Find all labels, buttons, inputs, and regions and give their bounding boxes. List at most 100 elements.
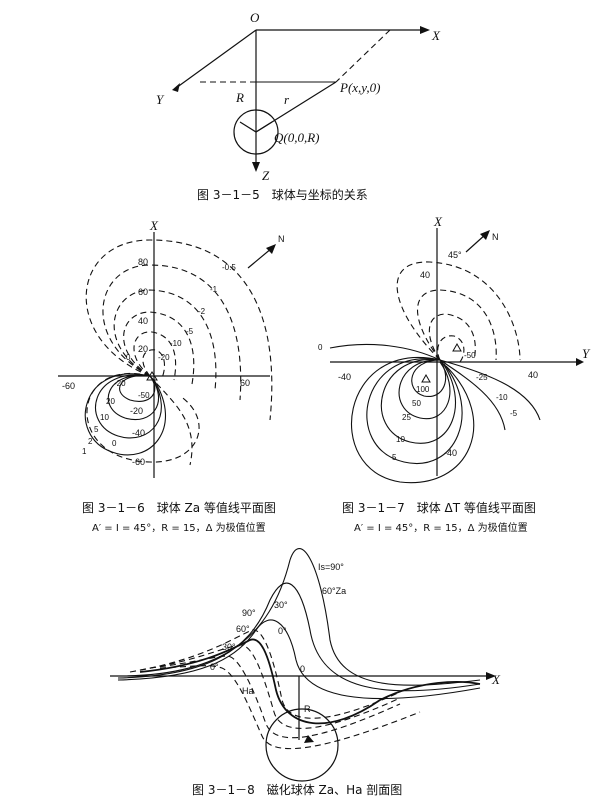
contour-label-m50: -50 — [464, 351, 476, 360]
contour-5 — [351, 357, 475, 484]
dashed-x-guide — [335, 29, 391, 83]
contour-label-m10: -10 — [496, 393, 508, 402]
label-Ha: Ha — [242, 686, 254, 696]
contour-m5-lower — [439, 359, 541, 421]
contour-label-m20-inner: -20 — [114, 379, 126, 388]
north-arrow-head — [266, 244, 276, 254]
x-axis-arrow — [420, 26, 430, 34]
fig-deltaT-contour-map: X Y N 45° -40 40 40 -40 0 -50 -25 -10 -5… — [318, 214, 591, 534]
sphere-radius-1 — [239, 121, 257, 133]
contour-m1 — [102, 264, 242, 401]
contour-0-bottom — [149, 375, 193, 466]
north-label: N — [278, 234, 285, 244]
contour-10 — [95, 374, 162, 439]
label-X: X — [491, 672, 501, 687]
fig1-caption: 图 3－1－5 球体与坐标的关系 — [197, 187, 368, 202]
tick-y-neg20: -20 — [130, 406, 143, 416]
fig2-caption: 图 3－1－6 球体 Za 等值线平面图 — [82, 500, 276, 515]
contour-label-1: 1 — [82, 447, 87, 456]
sphere-radius-2 — [255, 121, 273, 133]
contour-2 — [86, 373, 200, 463]
contour-50 — [398, 359, 451, 420]
curve-za-30 — [117, 619, 481, 700]
label-0-b: 0° — [210, 662, 219, 672]
label-30-b: 30° — [222, 642, 236, 652]
contour-m10 — [133, 331, 177, 381]
extremum-marker-triangle — [146, 371, 158, 381]
tick-y-40: 40 — [138, 316, 148, 326]
contour-label-5: 5 — [94, 425, 99, 434]
contour-m10-lower — [439, 359, 506, 431]
R-label: R — [235, 90, 244, 105]
extremum-marker-max — [421, 373, 431, 383]
label-Is90: Is=90° — [318, 562, 344, 572]
contour-m20 — [142, 349, 166, 379]
contour-label-m25: -25 — [476, 373, 488, 382]
curve-ha-0 — [159, 665, 421, 750]
north-arrow-line — [465, 233, 487, 253]
contour-label-m20: -20 — [158, 353, 170, 362]
tick-y-80: 80 — [138, 257, 148, 267]
sphere-circle — [233, 109, 279, 155]
contour-m10 — [417, 289, 497, 361]
sphere-circle — [265, 708, 339, 782]
label-origin-0: 0 — [300, 664, 305, 674]
tick-x-neg60: -60 — [62, 381, 75, 391]
label-60Za: 60°Za — [322, 586, 346, 596]
contour-label-m05: -0.5 — [222, 263, 236, 272]
contour-label-0: 0 — [318, 343, 323, 352]
fig-profile-curves: Is=90° 60°Za 30° 90° 60° 0° 30° 0° Ha 0 … — [110, 548, 501, 797]
fig-za-contour-map: X N -60 60 80 60 40 20 -20 -40 -60 -0.5 … — [58, 218, 285, 534]
point-Q-label: Q(0,0,R) — [274, 130, 320, 145]
curve-za-90 — [117, 548, 481, 686]
curve-thick — [139, 638, 481, 725]
contour-m05 — [85, 239, 273, 421]
extremum-marker-min — [452, 342, 462, 352]
curve-ha-90 — [129, 629, 401, 719]
r-label: r — [284, 92, 290, 107]
contour-20 — [107, 374, 160, 421]
curve-ha-60 — [139, 644, 401, 729]
contour-label-20: 20 — [106, 397, 115, 406]
label-R: R — [304, 704, 311, 714]
contour-label-50: 50 — [412, 399, 421, 408]
tick-y-neg40: -40 — [132, 428, 145, 438]
contour-m5 — [396, 261, 521, 361]
tick-x-60: 60 — [240, 378, 250, 388]
contour-m25 — [428, 313, 476, 361]
contour-label-0-bottom: 0 — [112, 439, 117, 448]
angle-label: 45° — [448, 250, 462, 260]
fig3-params: A′ = I = 45°，R = 15，Δ 为极值位置 — [354, 521, 528, 534]
tick-x-40: 40 — [528, 370, 538, 380]
north-arrow-head — [480, 230, 490, 240]
contour-label-m5: -5 — [186, 327, 194, 336]
contour-m2 — [113, 289, 217, 391]
contour-label-m5: -5 — [510, 409, 518, 418]
contour-m5 — [123, 311, 195, 385]
contour-label-25: 25 — [402, 413, 411, 422]
y-axis-label: Y — [156, 92, 165, 107]
x-axis-label: X — [149, 218, 159, 233]
x-axis-label: X — [431, 28, 441, 43]
tick-y-neg60: -60 — [132, 457, 145, 467]
label-30: 30° — [274, 600, 288, 610]
contour-10 — [366, 358, 463, 465]
tick-y-20: 20 — [138, 344, 148, 354]
point-P-label: P(x,y,0) — [339, 80, 380, 95]
contour-label-m50: -50 — [138, 391, 150, 400]
fig4-caption: 图 3－1－8 磁化球体 Za、Ha 剖面图 — [192, 782, 402, 797]
y-axis-arrow — [172, 83, 180, 92]
contour-label-0-top: 0 — [126, 353, 131, 362]
contour-25 — [380, 358, 456, 444]
label-90: 90° — [242, 608, 256, 618]
profile-x-arrow — [486, 672, 496, 680]
tick-y-neg40: -40 — [444, 448, 457, 458]
contour-50 — [119, 374, 156, 402]
label-60: 60° — [236, 624, 250, 634]
y-axis-arrow — [576, 358, 584, 366]
tick-y-40: 40 — [420, 270, 430, 280]
origin-label: O — [250, 10, 260, 25]
north-label: N — [492, 232, 499, 242]
contour-0 — [329, 343, 441, 361]
